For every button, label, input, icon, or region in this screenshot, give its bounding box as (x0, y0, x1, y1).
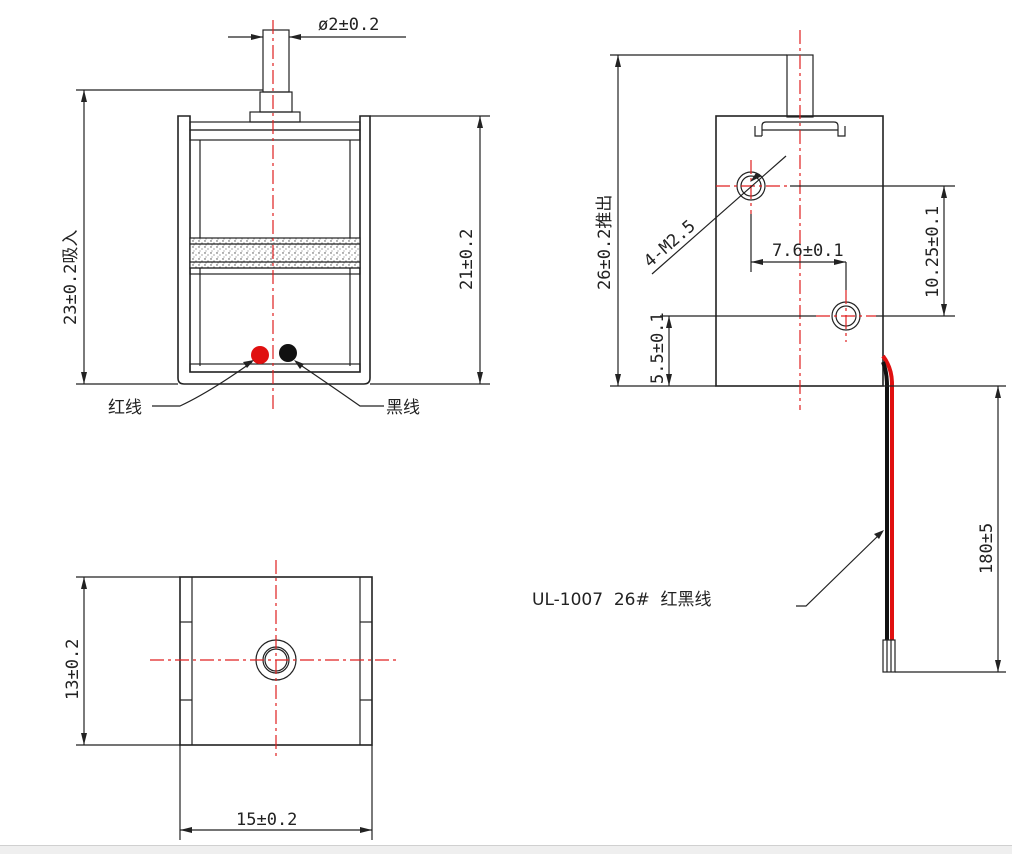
red-lead-wire (881, 354, 894, 640)
pin-diameter-label: ø2±0.2 (318, 15, 379, 35)
black-lead-wire (881, 361, 889, 640)
plunger-flange (249, 111, 301, 123)
red-wire-terminal (251, 346, 269, 364)
plunger-pin (262, 29, 290, 93)
coil-winding (189, 237, 361, 269)
hole-spacing-v-label: 10.25±0.1 (923, 206, 943, 298)
screw-holes-label: 4-M2.5 (640, 216, 699, 271)
bottom-scrollbar-track (0, 845, 1012, 854)
body-height-label: 21±0.2 (457, 229, 477, 290)
wire-spec-label: UL-1007 26# 红黑线 (532, 590, 712, 610)
front-view: ø2±0.2 23±0.2吸入 21±0.2 红线 黑线 (61, 15, 490, 418)
side-view: 26±0.2推出 4-M2.5 7.6±0.1 10.25±0.1 5.5±0.… (532, 30, 1006, 673)
bottom-plate (189, 363, 361, 373)
lead-length-label: 180±5 (977, 523, 997, 574)
wire-ends (882, 639, 896, 673)
top-plate-inner (189, 129, 361, 141)
pull-height-label: 23±0.2吸入 (61, 230, 81, 325)
depth-label: 13±0.2 (63, 639, 83, 700)
hole-spacing-h-label: 7.6±0.1 (772, 241, 844, 261)
plunger-collar (259, 91, 293, 113)
black-wire-terminal (279, 344, 297, 362)
top-plate (189, 121, 361, 131)
hole-offset-label: 5.5±0.1 (648, 312, 668, 384)
bottom-view: 13±0.2 15±0.2 (63, 560, 400, 840)
push-height-label: 26±0.2推出 (595, 195, 615, 290)
frame-outline (177, 115, 371, 385)
red-wire-label: 红线 (108, 398, 142, 418)
width-label: 15±0.2 (236, 810, 297, 830)
black-wire-label: 黑线 (386, 398, 420, 418)
